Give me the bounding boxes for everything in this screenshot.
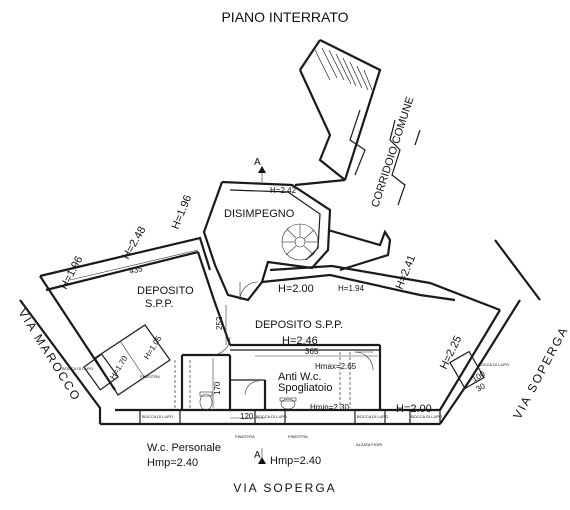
height-241: H=2.41 — [394, 253, 419, 291]
corridor-block — [294, 39, 421, 206]
bottom-openings — [139, 409, 441, 425]
outer-walls — [19, 239, 541, 426]
room-disimpegno: DISIMPEGNO — [224, 208, 295, 220]
room-deposito-left-l1: DEPOSITO — [137, 285, 194, 297]
label-alzata: ALZATA FIORI — [356, 442, 382, 447]
wc-right-hmp: Hmp=2.40 — [270, 455, 321, 467]
room-anti-wc-l1: Anti W.c. — [278, 371, 321, 383]
dimension-lines — [69, 249, 378, 419]
section-markers — [258, 166, 266, 464]
height-196-left: H=1.96 — [58, 254, 85, 291]
deposito-center-height: H=2.46 — [282, 335, 318, 347]
room-deposito-center: DEPOSITO S.P.P. — [255, 319, 343, 331]
label-finestra-3: FINESTRA — [140, 374, 160, 379]
disimpegno-height: H=2.42 — [270, 186, 297, 195]
height-200-right: H=2.00 — [396, 403, 432, 415]
label-bocca-1: BOCCA DI LUPO — [142, 414, 173, 419]
street-corridor: CORRIDOIO COMUNE — [369, 95, 416, 209]
section-mark-bottom: A — [254, 450, 261, 461]
deposito-center-walls — [174, 264, 501, 411]
height-225: H=2.25 — [438, 334, 464, 371]
dim-100: 100 — [471, 369, 488, 384]
right-opening — [449, 350, 485, 390]
plan-title: PIANO INTERRATO — [221, 9, 348, 25]
street-left: VIA MAROCCO — [15, 306, 83, 404]
label-bocca-3: BOCCA DI LUPO — [357, 414, 388, 419]
deposito-center-height-small: H=1.94 — [338, 284, 365, 293]
section-mark-top: A — [254, 157, 261, 168]
dim-30: 30 — [475, 381, 488, 394]
dim-120: 120 — [240, 412, 254, 421]
label-bocca-2: BOCCA DI LUPO — [256, 414, 287, 419]
label-bocca-5: BOCCA DI LUPO — [62, 366, 93, 371]
height-248: H=2.48 — [120, 225, 148, 262]
stair-hatch — [314, 47, 373, 91]
deposito-center-height-top: H=2.00 — [278, 283, 314, 295]
left-opening — [83, 353, 119, 391]
label-finestra-2: FINESTRA — [288, 434, 308, 439]
room-anti-wc-l2: Spogliatoio — [278, 382, 332, 394]
anti-wc-hmax: Hmax=2.65 — [315, 362, 357, 371]
dim-252: 252 — [215, 316, 224, 330]
anti-wc-hmin: Hmin=2.30 — [310, 403, 349, 412]
dim-365: 365 — [305, 347, 319, 356]
wc-hmp: Hmp=2.40 — [147, 457, 198, 469]
dim-170: 170 — [213, 381, 222, 395]
label-bocca-6: BOCCA DI LUPO — [478, 362, 509, 367]
street-right: VIA SOPERGA — [510, 324, 570, 422]
label-finestra-1: FINESTRA — [235, 434, 255, 439]
room-deposito-left-l2: S.P.P. — [145, 298, 173, 310]
room-wc: W.c. Personale — [147, 442, 221, 454]
label-bocca-4: BOCCA DI LUPO — [411, 414, 442, 419]
street-bottom: VIA SOPERGA — [233, 481, 336, 495]
disimpegno-walls — [202, 180, 332, 302]
dim-435: 435 — [128, 264, 144, 276]
height-196-top: H=1.96 — [170, 193, 195, 231]
